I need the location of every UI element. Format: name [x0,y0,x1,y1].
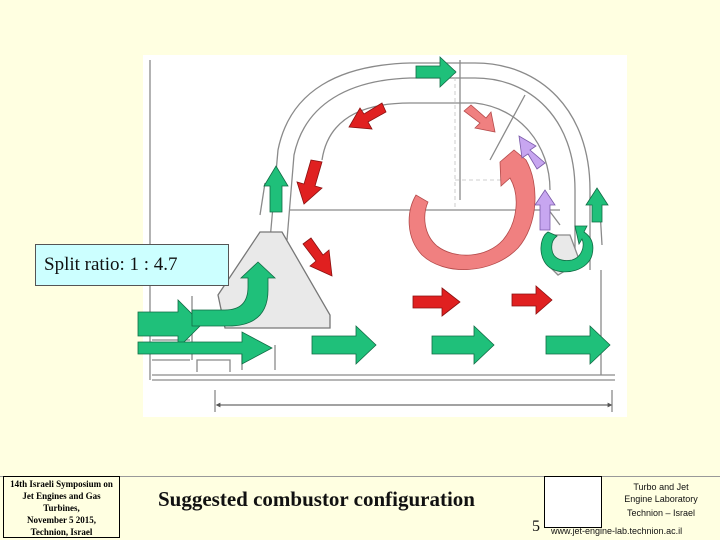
lab-line-2: Engine Laboratory [624,494,698,504]
red-down-arrow-icon [296,159,323,205]
liner-arrow-left-icon [263,165,289,213]
lab-info: Turbo and Jet Engine Laboratory Technion… [603,481,719,519]
technical-drawing-lines [149,60,615,412]
symposium-line-3: Turbines, [43,503,80,513]
inlet-arrow-mid-icon [311,325,377,365]
lab-line-1: Turbo and Jet [633,482,689,492]
lavender-arrows [518,135,556,231]
recirculation-arrow-icon [408,149,536,271]
outlet-arrow-1-icon [431,325,495,365]
symposium-line-5: Technion, Israel [30,527,93,537]
symposium-line-4: November 5 2015, [26,515,97,525]
red-inlet-arrow-icon [412,287,461,317]
dilution-curl-arrow-icon [540,225,594,273]
red-mid-arrow-icon [511,285,553,315]
pink-diagonal-arrow-icon [463,104,496,133]
red-diagonal-arrow-icon [302,237,333,277]
outlet-arrow-2-icon [545,325,611,365]
liner-arrow-top-icon [415,56,457,88]
lab-line-3: Technion – Israel [626,508,696,518]
corner-turn-arrow-icon [191,261,277,327]
page-number: 5 [532,518,540,535]
inlet-arrow-lower-icon [137,331,273,365]
pink-arrows [408,104,536,271]
symposium-line-2: Jet Engines and Gas [22,491,101,501]
logo-frame [544,476,602,528]
liner-arrow-right-icon [585,187,609,223]
red-flow-arrows [296,102,553,317]
red-upper-arrow-icon [348,102,387,130]
inlet-arrow-large-icon [137,299,203,349]
slide-caption: Suggested combustor configuration [158,487,475,511]
symposium-line-1: 14th Israeli Symposium on [10,479,113,489]
lavender-vertical-arrow-icon [534,189,556,231]
lab-url: www.jet-engine-lab.technion.ac.il [551,526,683,536]
lavender-diagonal-arrow-icon [518,135,546,170]
split-ratio-label: Split ratio: 1 : 4.7 [35,244,229,286]
footer-divider [0,476,720,477]
center-lines [454,70,520,210]
symposium-box: 14th Israeli Symposium on Jet Engines an… [3,476,120,538]
green-flow-arrows [137,56,611,365]
